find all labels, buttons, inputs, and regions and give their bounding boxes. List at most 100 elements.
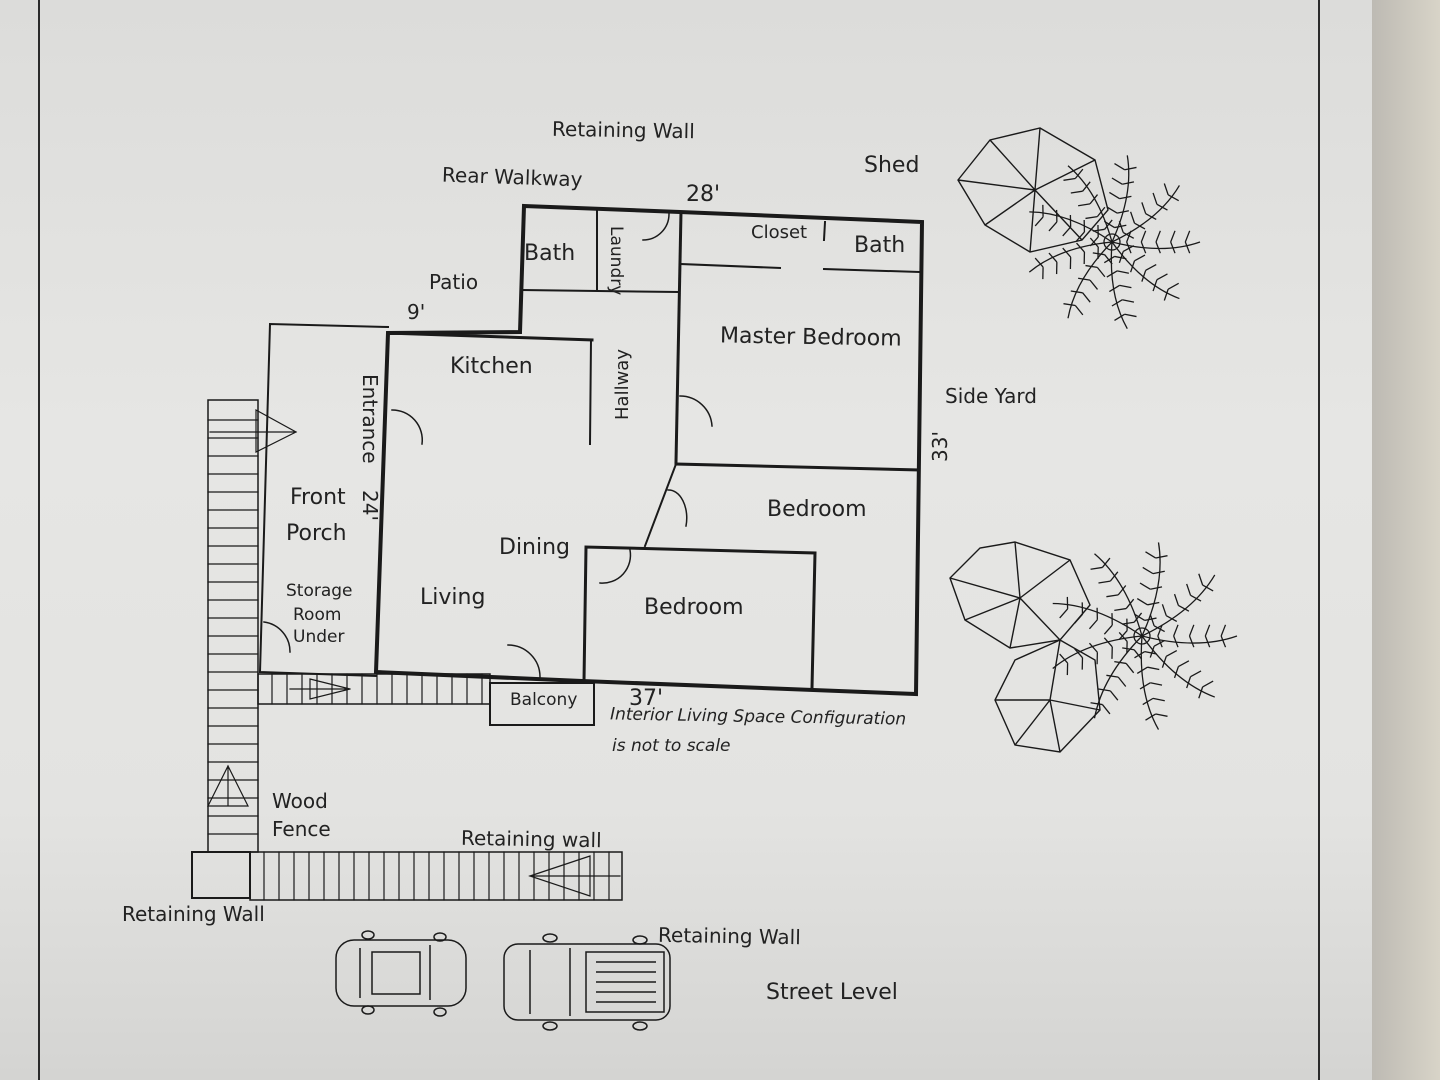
palm-leaflet bbox=[1059, 608, 1069, 619]
palm-leaflet bbox=[1063, 303, 1076, 307]
label-living: Living bbox=[420, 585, 486, 610]
palm-leaflet bbox=[1186, 583, 1192, 596]
palm-leaflet bbox=[1114, 607, 1127, 612]
palm-leaflet bbox=[1144, 650, 1157, 655]
palm-leaflet bbox=[1116, 270, 1129, 274]
wall-kitchen-top bbox=[386, 331, 594, 342]
palm-leaflet bbox=[1090, 702, 1103, 706]
palm-frond bbox=[1111, 241, 1201, 250]
label-bedroom-upper: Bedroom bbox=[767, 497, 867, 522]
palm-leaflet bbox=[1085, 264, 1098, 269]
palm-leaflet bbox=[1124, 313, 1137, 318]
palm-leaflet bbox=[1134, 254, 1146, 262]
palm-leaflet bbox=[1089, 279, 1099, 290]
palm-frond bbox=[1094, 553, 1143, 637]
palm-leaflet bbox=[1122, 299, 1135, 303]
palm-leaflet bbox=[1139, 582, 1151, 590]
palm-leaflet bbox=[1082, 292, 1091, 303]
label-porch: Porch bbox=[286, 521, 347, 546]
palm-leaflet bbox=[1188, 635, 1195, 648]
palm-leaflet bbox=[1186, 676, 1192, 689]
wall-closet-bath bbox=[822, 220, 827, 242]
label-bath-right: Bath bbox=[854, 233, 906, 258]
tree-top bbox=[957, 127, 1109, 253]
palm-leaflet bbox=[1074, 648, 1083, 659]
palm-leaflet bbox=[1152, 279, 1158, 292]
palm-leaflet bbox=[1133, 612, 1143, 623]
palm-leaflet bbox=[1103, 255, 1115, 264]
palm-leaflet bbox=[1153, 625, 1165, 633]
label-laundry: Laundry bbox=[606, 226, 626, 296]
palm-leaflet bbox=[1106, 594, 1119, 598]
palm-frond bbox=[1141, 542, 1161, 637]
palm-leaflet bbox=[1150, 586, 1163, 590]
wall-bath-bottom bbox=[520, 288, 680, 294]
palm-leaflet bbox=[1118, 631, 1128, 642]
palm-leaflet bbox=[1114, 224, 1127, 229]
car-suv bbox=[335, 930, 467, 1017]
palm-leaflet bbox=[1204, 635, 1211, 648]
palm-leaflet bbox=[1152, 697, 1165, 702]
palm-leaflet bbox=[1096, 266, 1106, 278]
palm-frond bbox=[1141, 635, 1215, 698]
label-patio: Patio bbox=[429, 270, 479, 294]
palm-frond bbox=[1110, 241, 1128, 329]
palm-leaflet bbox=[1078, 277, 1091, 281]
label-bath-left: Bath bbox=[524, 241, 576, 266]
palm-leaflet bbox=[1173, 666, 1180, 679]
label-kitchen: Kitchen bbox=[450, 354, 533, 379]
palm-frond bbox=[1111, 155, 1130, 243]
palm-leaflet bbox=[1142, 697, 1154, 706]
palm-leaflet bbox=[1098, 580, 1111, 584]
palm-frond bbox=[1141, 574, 1216, 637]
dimension-9: 9' bbox=[407, 300, 426, 324]
palm-leaflet bbox=[1134, 613, 1146, 621]
palm-leaflet bbox=[1125, 663, 1135, 674]
palm-leaflet bbox=[1167, 282, 1180, 290]
palm-lower bbox=[1052, 542, 1238, 730]
palm-leaflet bbox=[1089, 237, 1099, 248]
label-under: Under bbox=[293, 627, 345, 647]
palm-leaflet bbox=[1114, 163, 1126, 171]
label-closet: Closet bbox=[751, 222, 808, 243]
label-bedroom-lower: Bedroom bbox=[644, 595, 744, 620]
label-wood: Wood bbox=[272, 789, 328, 813]
palm-leaflet bbox=[1122, 232, 1135, 239]
palm-leaflet bbox=[1163, 288, 1169, 301]
bedroom-lower-walls bbox=[582, 545, 817, 690]
dimension-37: 37' bbox=[629, 686, 664, 711]
palm-leaflet bbox=[1156, 203, 1168, 211]
wall-kitchen-side bbox=[588, 338, 593, 446]
palm-frond bbox=[1052, 602, 1143, 637]
palm-leaflet bbox=[1096, 206, 1106, 218]
palm-leaflet bbox=[1106, 270, 1118, 278]
palm-leaflet bbox=[1122, 181, 1135, 185]
palm-leaflet bbox=[1111, 177, 1123, 185]
palm-leaflet bbox=[1152, 570, 1165, 575]
palm-leaflet bbox=[1139, 682, 1151, 690]
label-front: Front bbox=[290, 485, 346, 510]
palm-leaflet bbox=[1116, 210, 1129, 214]
palm-frond bbox=[1140, 635, 1160, 730]
palm-leaflet bbox=[1136, 666, 1148, 674]
palm-leaflet bbox=[1155, 230, 1161, 243]
page-edge bbox=[1372, 0, 1440, 1080]
label-hallway: Hallway bbox=[612, 349, 633, 420]
palm-leaflet bbox=[1088, 642, 1098, 653]
palm-leaflet bbox=[1163, 183, 1169, 196]
exterior-wall bbox=[373, 203, 925, 697]
wall-closet-a bbox=[679, 262, 782, 270]
palm-leaflet bbox=[1070, 290, 1083, 294]
palm-leaflet bbox=[1117, 585, 1127, 596]
palm-leaflet bbox=[1109, 690, 1119, 701]
palm-leaflet bbox=[1161, 656, 1167, 668]
palm-leaflet bbox=[1155, 555, 1168, 559]
palm-leaflet bbox=[1062, 247, 1072, 258]
palm-frond bbox=[1052, 635, 1143, 669]
palm-leaflet bbox=[1220, 635, 1227, 648]
palm-leaflet bbox=[1125, 598, 1135, 609]
palm-leaflet bbox=[1103, 637, 1113, 648]
palm-leaflet bbox=[1145, 213, 1157, 221]
palm-leaflet bbox=[1190, 594, 1202, 602]
